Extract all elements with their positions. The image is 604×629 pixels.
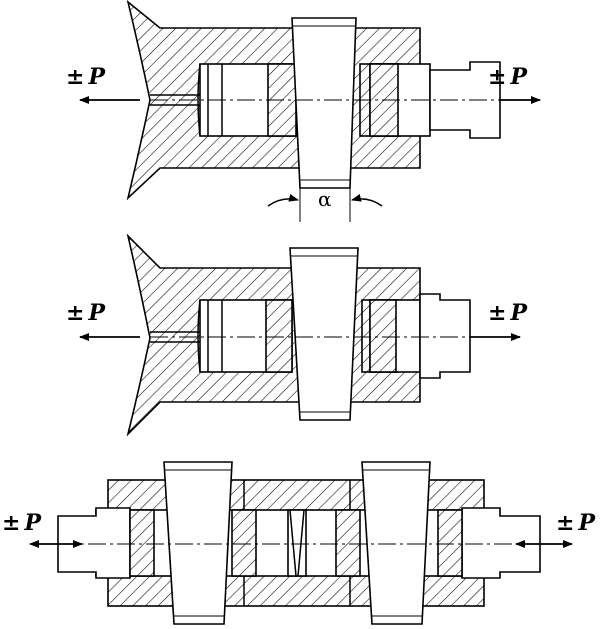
angle-label: α xyxy=(318,187,332,211)
force-label-right-2: ±P xyxy=(488,300,528,326)
figure-1: α ±P ±P xyxy=(66,0,541,222)
channel-1 xyxy=(150,94,200,106)
stud-left-1-end xyxy=(197,63,201,137)
stud-right-3-thread xyxy=(437,509,463,577)
wedge-pin-2 xyxy=(289,247,359,421)
force-label-left-1: ±P xyxy=(66,64,106,90)
rod-left-3 xyxy=(57,507,131,579)
force-label-right-1: ±P xyxy=(488,64,528,90)
stud-left-3-thread xyxy=(129,509,155,577)
figure-2: ±P ±P xyxy=(66,233,528,437)
force-label-right-3: ±P xyxy=(556,510,596,536)
centre-stud-thread-l xyxy=(231,509,257,577)
stud-right-2-thread xyxy=(369,299,397,373)
rod-right-3 xyxy=(461,507,541,579)
rod-right-2 xyxy=(419,293,471,379)
centre-stud-thread-r xyxy=(335,509,361,577)
wedge-pin-1 xyxy=(291,17,357,189)
centre-gap xyxy=(287,509,307,577)
force-label-left-3: ±P xyxy=(2,510,42,536)
wedge-pin-3a xyxy=(163,461,233,625)
stud-left-2-thread xyxy=(265,299,293,373)
figure-3: ±P ±P xyxy=(2,461,596,625)
wedge-pin-3b xyxy=(361,461,431,625)
force-label-left-2: ±P xyxy=(66,300,106,326)
angle-arc-right xyxy=(351,193,383,207)
angle-arc-left xyxy=(267,193,299,207)
